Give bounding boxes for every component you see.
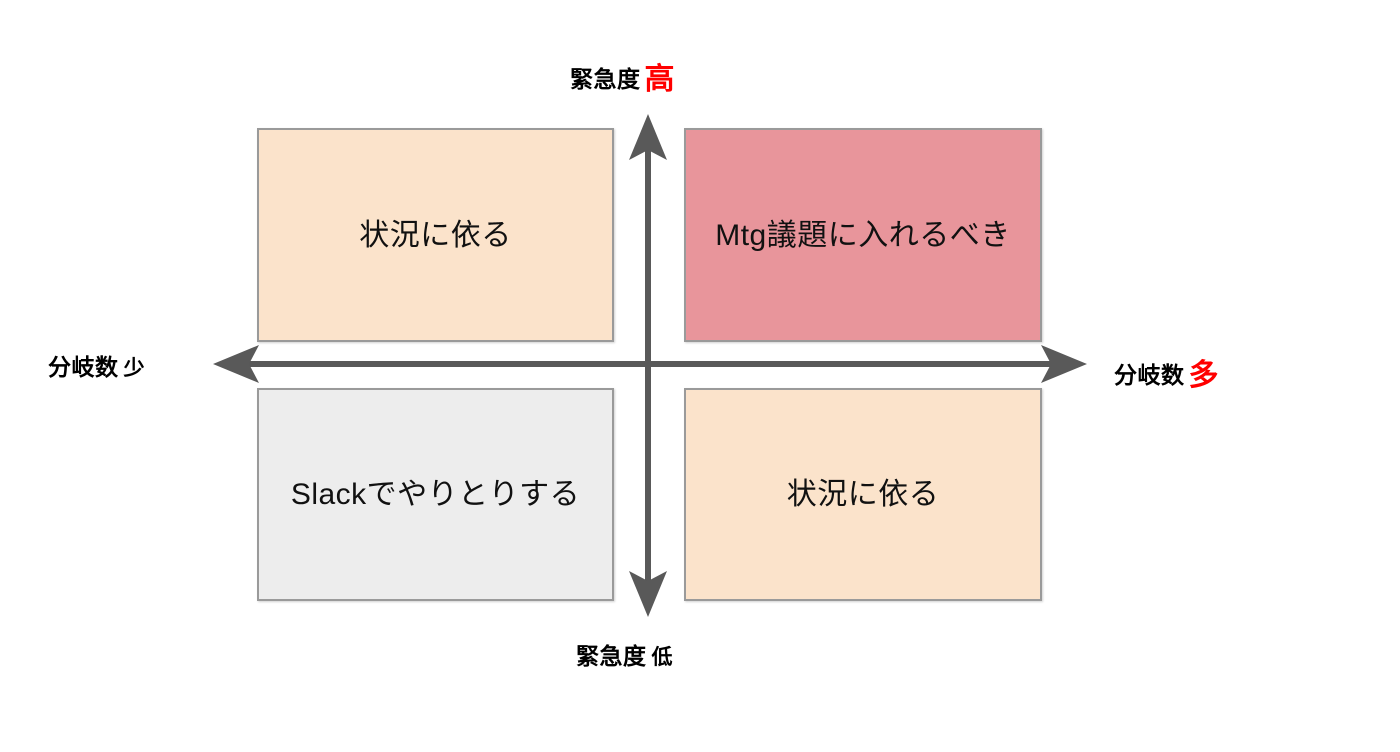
axis-label-left-accent: 少 <box>123 357 145 380</box>
quadrant-bottom-left-label: Slackでやりとりする <box>290 478 581 511</box>
quadrant-bottom-left[interactable]: Slackでやりとりする <box>257 388 614 601</box>
axis-label-top: 緊急度高 <box>570 52 675 96</box>
axis-label-right-base: 分岐数 <box>1114 362 1185 388</box>
axis-arrowhead-right <box>1041 345 1087 383</box>
axis-arrowhead-down <box>629 571 667 617</box>
quadrant-bottom-right[interactable]: 状況に依る <box>684 388 1042 601</box>
axis-label-right: 分岐数多 <box>1114 348 1219 392</box>
axis-label-bottom: 緊急度低 <box>576 637 673 671</box>
axis-label-top-base: 緊急度 <box>570 66 641 92</box>
quadrant-top-left[interactable]: 状況に依る <box>257 128 614 342</box>
axis-label-bottom-base: 緊急度 <box>576 643 647 669</box>
quadrant-bottom-right-label: 状況に依る <box>786 478 940 511</box>
quadrant-top-left-label: 状況に依る <box>359 218 512 252</box>
axis-arrowhead-up <box>629 114 667 160</box>
axis-label-right-accent: 多 <box>1188 359 1219 392</box>
axis-label-top-accent: 高 <box>644 63 675 96</box>
axis-arrowhead-left <box>213 345 259 383</box>
axis-label-left-base: 分岐数 <box>48 354 119 380</box>
axis-label-left: 分岐数少 <box>48 348 145 382</box>
quadrant-top-right-label: Mtg議題に入れるべき <box>715 218 1011 252</box>
axis-label-bottom-accent: 低 <box>651 646 673 669</box>
quadrant-top-right[interactable]: Mtg議題に入れるべき <box>684 128 1042 342</box>
